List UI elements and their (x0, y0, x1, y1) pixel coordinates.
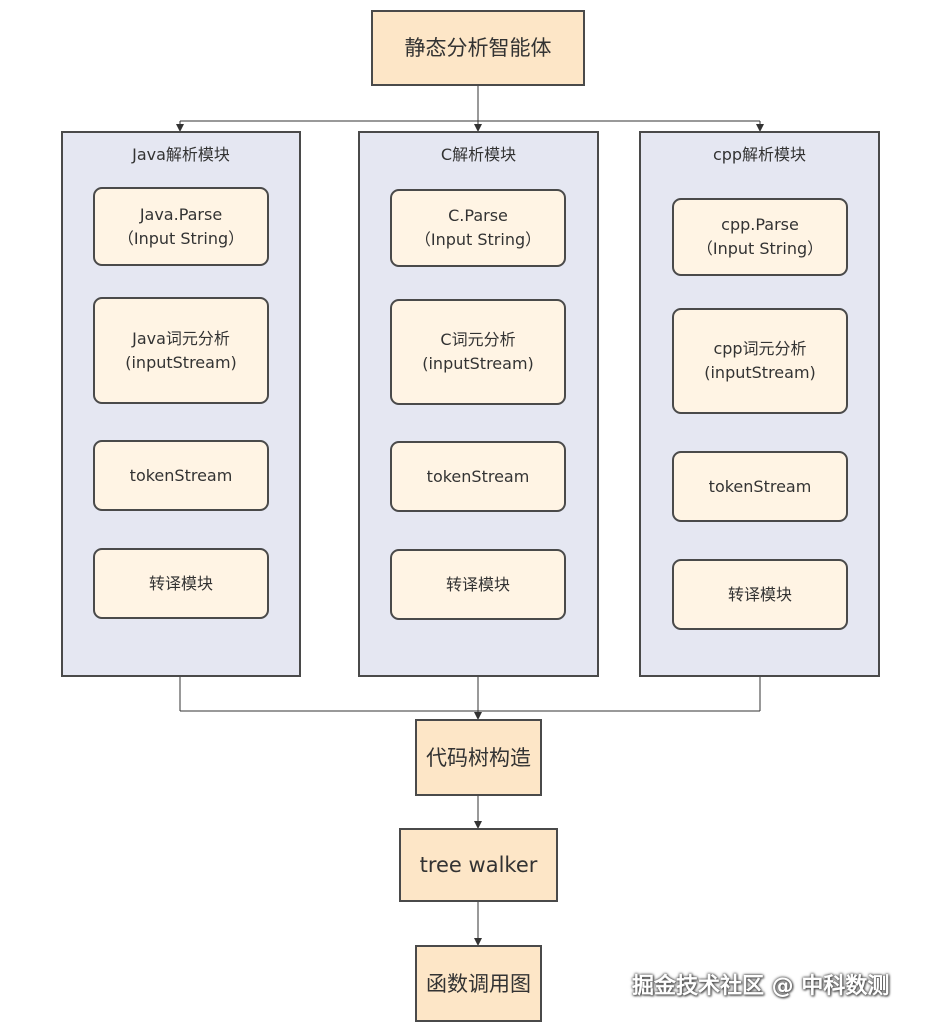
cpp-token-stream-label: tokenStream (708, 476, 812, 496)
c-parse-label: C.Parse （Input String） (414, 206, 542, 249)
static-analysis-agent-node: 静态分析智能体 (371, 10, 585, 86)
c-module-title: C解析模块 (440, 145, 517, 164)
cpp-lexer-node: cpp词元分析 (inputStream) (672, 308, 848, 414)
java-lexer-node: Java词元分析 (inputStream) (93, 297, 269, 404)
java-translation-label: 转译模块 (148, 573, 213, 593)
cpp-translation-node: 转译模块 (672, 559, 848, 630)
java-token-stream-node: tokenStream (93, 440, 269, 511)
java-token-stream-label: tokenStream (129, 465, 233, 485)
cpp-parse-label: cpp.Parse （Input String） (696, 215, 824, 258)
java-parse-node: Java.Parse （Input String） (93, 187, 269, 266)
c-lexer-label: C词元分析 (inputStream) (422, 330, 534, 373)
watermark-text: 掘金技术社区 @ 中科数测 (632, 974, 890, 999)
code-tree-construction-label: 代码树构造 (426, 745, 531, 770)
tree-walker-label: tree walker (419, 853, 538, 877)
cpp-translation-label: 转译模块 (727, 584, 792, 604)
cpp-lexer-label: cpp词元分析 (inputStream) (704, 339, 816, 382)
static-analysis-agent-label: 静态分析智能体 (404, 36, 552, 60)
c-lexer-node: C词元分析 (inputStream) (390, 299, 566, 405)
cpp-token-stream-node: tokenStream (672, 451, 848, 522)
c-translation-node: 转译模块 (390, 549, 566, 620)
c-token-stream-label: tokenStream (426, 466, 530, 486)
java-module-title: Java解析模块 (132, 145, 230, 164)
tree-walker-node: tree walker (399, 828, 558, 902)
code-tree-construction-node: 代码树构造 (415, 719, 542, 796)
java-lexer-label: Java词元分析 (inputStream) (125, 328, 237, 372)
c-parse-node: C.Parse （Input String） (390, 189, 566, 267)
java-translation-node: 转译模块 (93, 548, 269, 619)
cpp-module-title: cpp解析模块 (712, 145, 807, 164)
c-translation-label: 转译模块 (445, 574, 510, 594)
call-graph-node: 函数调用图 (415, 945, 542, 1022)
cpp-parse-node: cpp.Parse （Input String） (672, 198, 848, 276)
java-parse-label: Java.Parse （Input String） (117, 204, 245, 248)
c-token-stream-node: tokenStream (390, 441, 566, 512)
call-graph-label: 函数调用图 (426, 971, 531, 996)
